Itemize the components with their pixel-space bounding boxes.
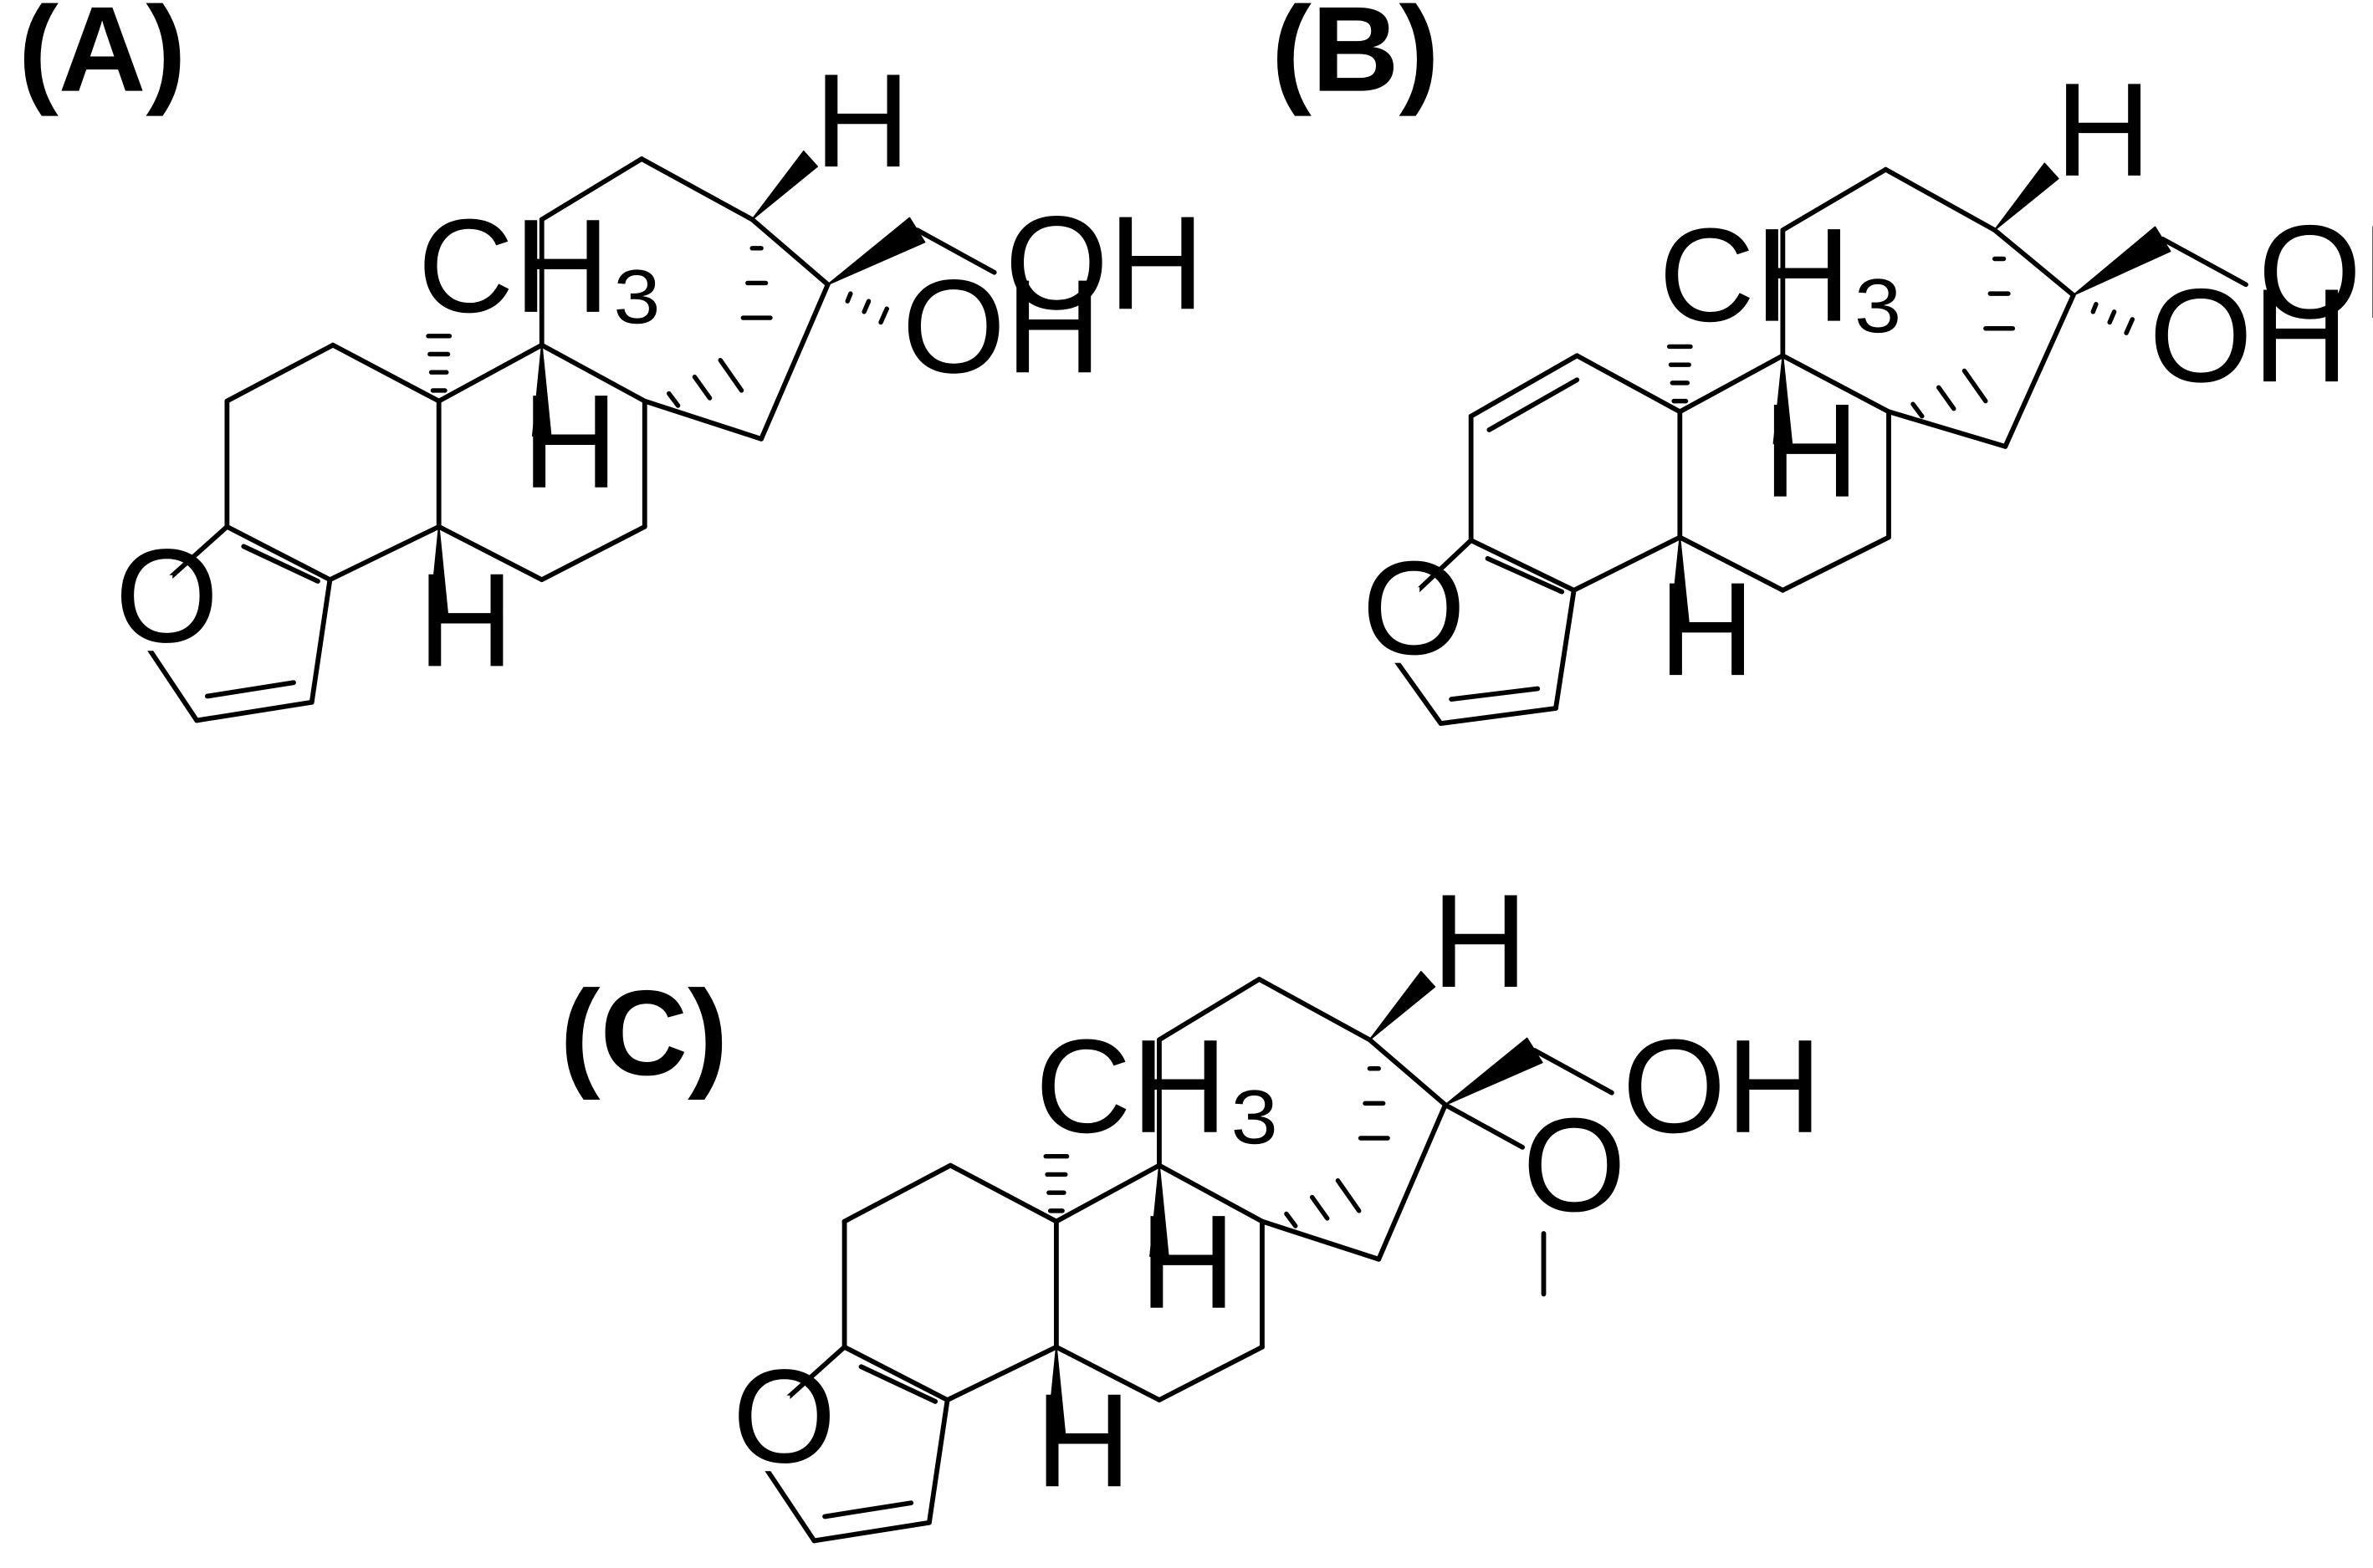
methyl-label: CH₃ — [1036, 1012, 1282, 1161]
panel-b-atoms: O H CH₃ H H OH OH — [1356, 55, 2373, 703]
panel-b-hash-bridge2 — [1910, 368, 1988, 419]
panel-b: (B) — [1271, 0, 2373, 727]
hydroxyl-label: OH — [1005, 188, 1204, 337]
hydrogen-label: H — [1659, 554, 1755, 703]
methoxy-oxygen: O — [1522, 1090, 1626, 1239]
panel-a: (A) — [18, 0, 1204, 723]
panel-a-bonds — [146, 156, 831, 723]
panel-a-hash-bridge2 — [667, 358, 744, 408]
panel-a-stereo-bonds — [426, 151, 997, 619]
hydroxyl-label: OH — [1623, 1012, 1823, 1161]
panel-c-label: (C) — [560, 965, 728, 1101]
hydrogen-label: H — [522, 367, 618, 516]
hydrogen-label: H — [1139, 1187, 1235, 1336]
panel-b-hash-oh — [2090, 302, 2135, 335]
hydrogen-label: H — [814, 46, 910, 195]
hydrogen-label: H — [417, 545, 514, 694]
methyl-label: CH₃ — [417, 192, 664, 340]
panel-b-label: (B) — [1271, 0, 1440, 117]
hydroxyl-label: OH — [902, 252, 1102, 401]
panel-a-hash-oh — [845, 291, 889, 325]
hydroxyl-label: OH — [2149, 261, 2349, 410]
methyl-label: CH₃ — [1659, 201, 1905, 350]
panel-c: (C) — [560, 866, 1822, 1544]
panel-c-atoms: O H CH₃ H H OH O — [726, 866, 1822, 1514]
panel-a-hash-ch3 — [426, 334, 453, 393]
panel-c-hash-bridge1 — [1358, 1066, 1390, 1141]
hydroxyl-label: OH — [2258, 197, 2373, 346]
panel-a-hash-bridge1 — [740, 246, 773, 320]
hydrogen-label: H — [2055, 55, 2151, 204]
panel-a-label: (A) — [18, 0, 187, 117]
hydrogen-label: H — [1432, 866, 1528, 1015]
panel-c-hash-ch3 — [1043, 1154, 1070, 1213]
panel-b-stereo-bonds — [1666, 162, 2248, 626]
panel-b-hash-bridge1 — [1983, 256, 2016, 331]
furan-oxygen: O — [115, 521, 219, 670]
panel-a-atoms: O H CH₃ H H OH OH — [109, 46, 1204, 694]
hydrogen-label: H — [1036, 1366, 1132, 1514]
hydrogen-label: H — [1763, 376, 1859, 525]
panel-b-hash-ch3 — [1666, 344, 1693, 404]
furan-oxygen: O — [1362, 534, 1465, 682]
furan-oxygen: O — [733, 1341, 836, 1490]
panel-b-bonds — [1393, 166, 2076, 727]
panel-c-bonds — [763, 977, 1547, 1544]
panel-c-hash-bridge2 — [1284, 1177, 1362, 1228]
panel-c-stereo-bonds — [1043, 971, 1614, 1439]
